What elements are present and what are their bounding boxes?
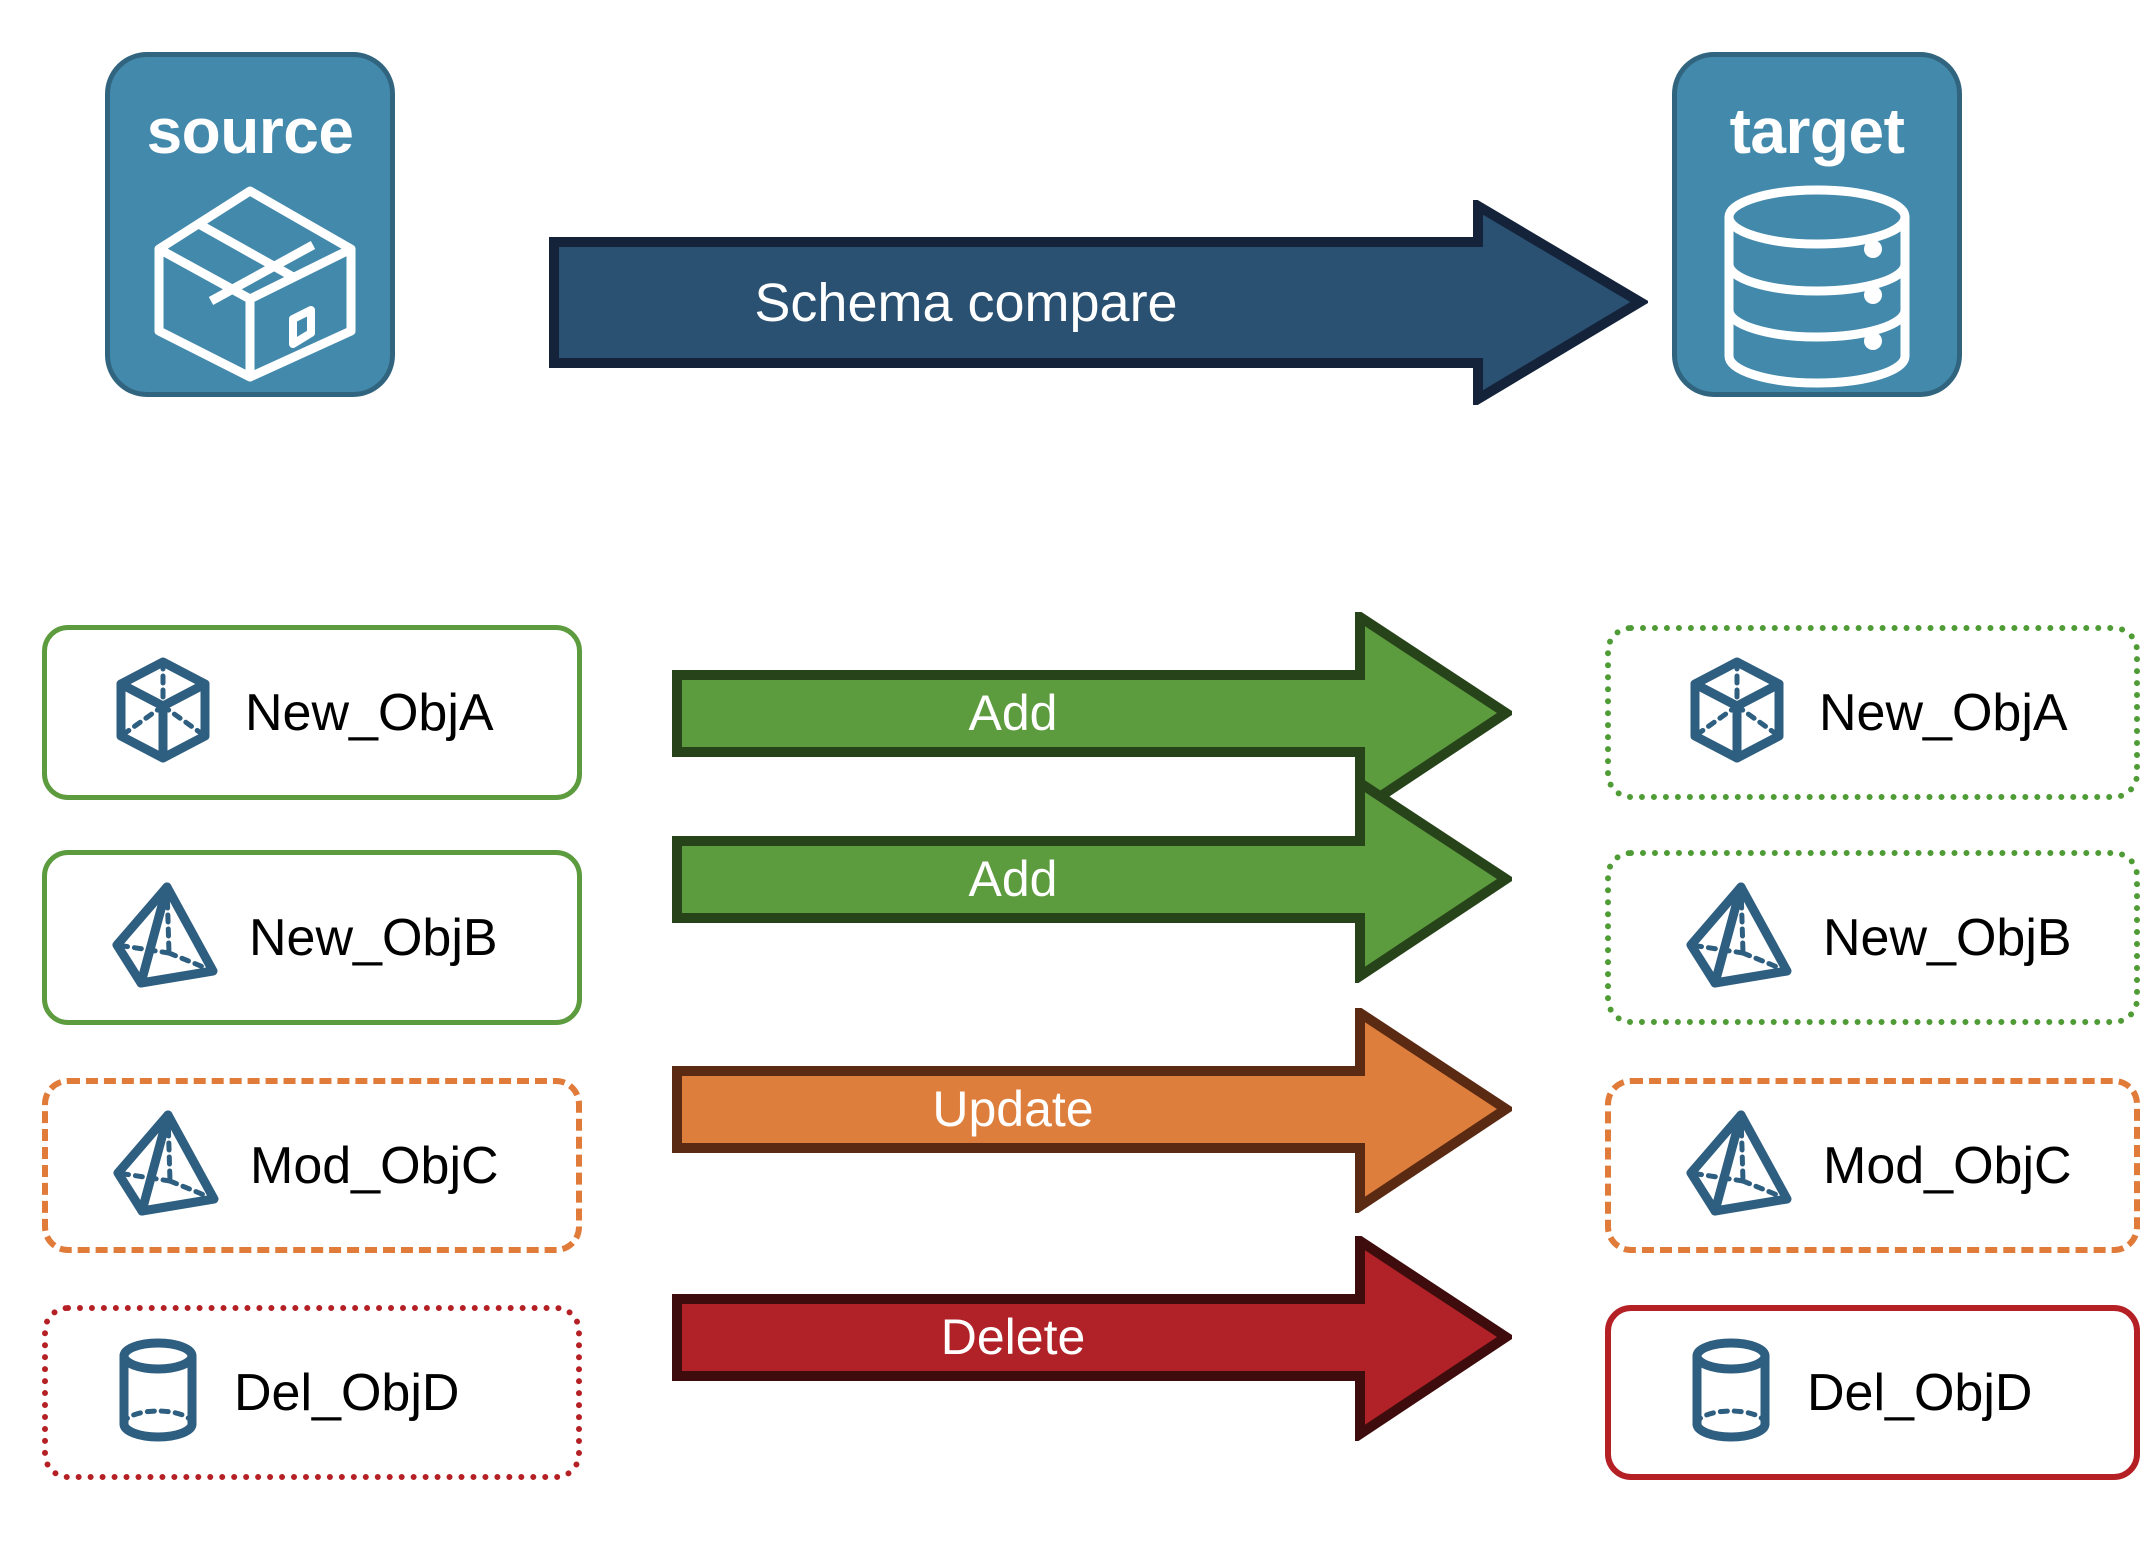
wireframe-pyramid-icon <box>109 879 221 996</box>
source-object-card-mod-objc[interactable]: Mod_ObjC <box>42 1078 582 1253</box>
wireframe-cube-icon <box>109 654 217 771</box>
delete-arrow-row-4: Delete <box>672 1231 1516 1446</box>
source-title: source <box>146 95 354 167</box>
source-object-card-new-objb[interactable]: New_ObjB <box>42 850 582 1025</box>
wireframe-pyramid-icon <box>1683 879 1795 996</box>
target-object-card-del-objd[interactable]: Del_ObjD <box>1605 1305 2140 1480</box>
wireframe-cube-icon <box>1683 654 1791 771</box>
database-cylinder-icon <box>1707 179 1927 399</box>
target-object-label: Del_ObjD <box>1807 1363 2033 1422</box>
target-object-label: New_ObjA <box>1819 683 2068 742</box>
target-endpoint-card[interactable]: target <box>1672 52 1962 397</box>
source-object-card-new-obja[interactable]: New_ObjA <box>42 625 582 800</box>
wireframe-pyramid-icon <box>110 1107 222 1224</box>
package-cube-icon <box>135 179 365 394</box>
wireframe-cylinder-icon <box>110 1334 206 1451</box>
schema-compare-arrow: Schema compare <box>548 197 1650 410</box>
target-object-card-new-objb[interactable]: New_ObjB <box>1605 850 2140 1025</box>
target-object-card-mod-objc[interactable]: Mod_ObjC <box>1605 1078 2140 1253</box>
source-object-card-del-objd[interactable]: Del_ObjD <box>42 1305 582 1480</box>
wireframe-cylinder-icon <box>1683 1334 1779 1451</box>
wireframe-pyramid-icon <box>1683 1107 1795 1224</box>
source-object-label: New_ObjA <box>245 683 494 742</box>
target-object-label: New_ObjB <box>1823 908 2072 967</box>
add-arrow-row-2: Add <box>672 773 1516 988</box>
source-object-label: Mod_ObjC <box>250 1136 499 1195</box>
target-object-card-new-obja[interactable]: New_ObjA <box>1605 625 2140 800</box>
source-endpoint-card[interactable]: source <box>105 52 395 397</box>
target-title: target <box>1729 95 1905 167</box>
source-object-label: New_ObjB <box>249 908 498 967</box>
source-object-label: Del_ObjD <box>234 1363 460 1422</box>
target-object-label: Mod_ObjC <box>1823 1136 2072 1195</box>
update-arrow-row-3: Update <box>672 1003 1516 1218</box>
